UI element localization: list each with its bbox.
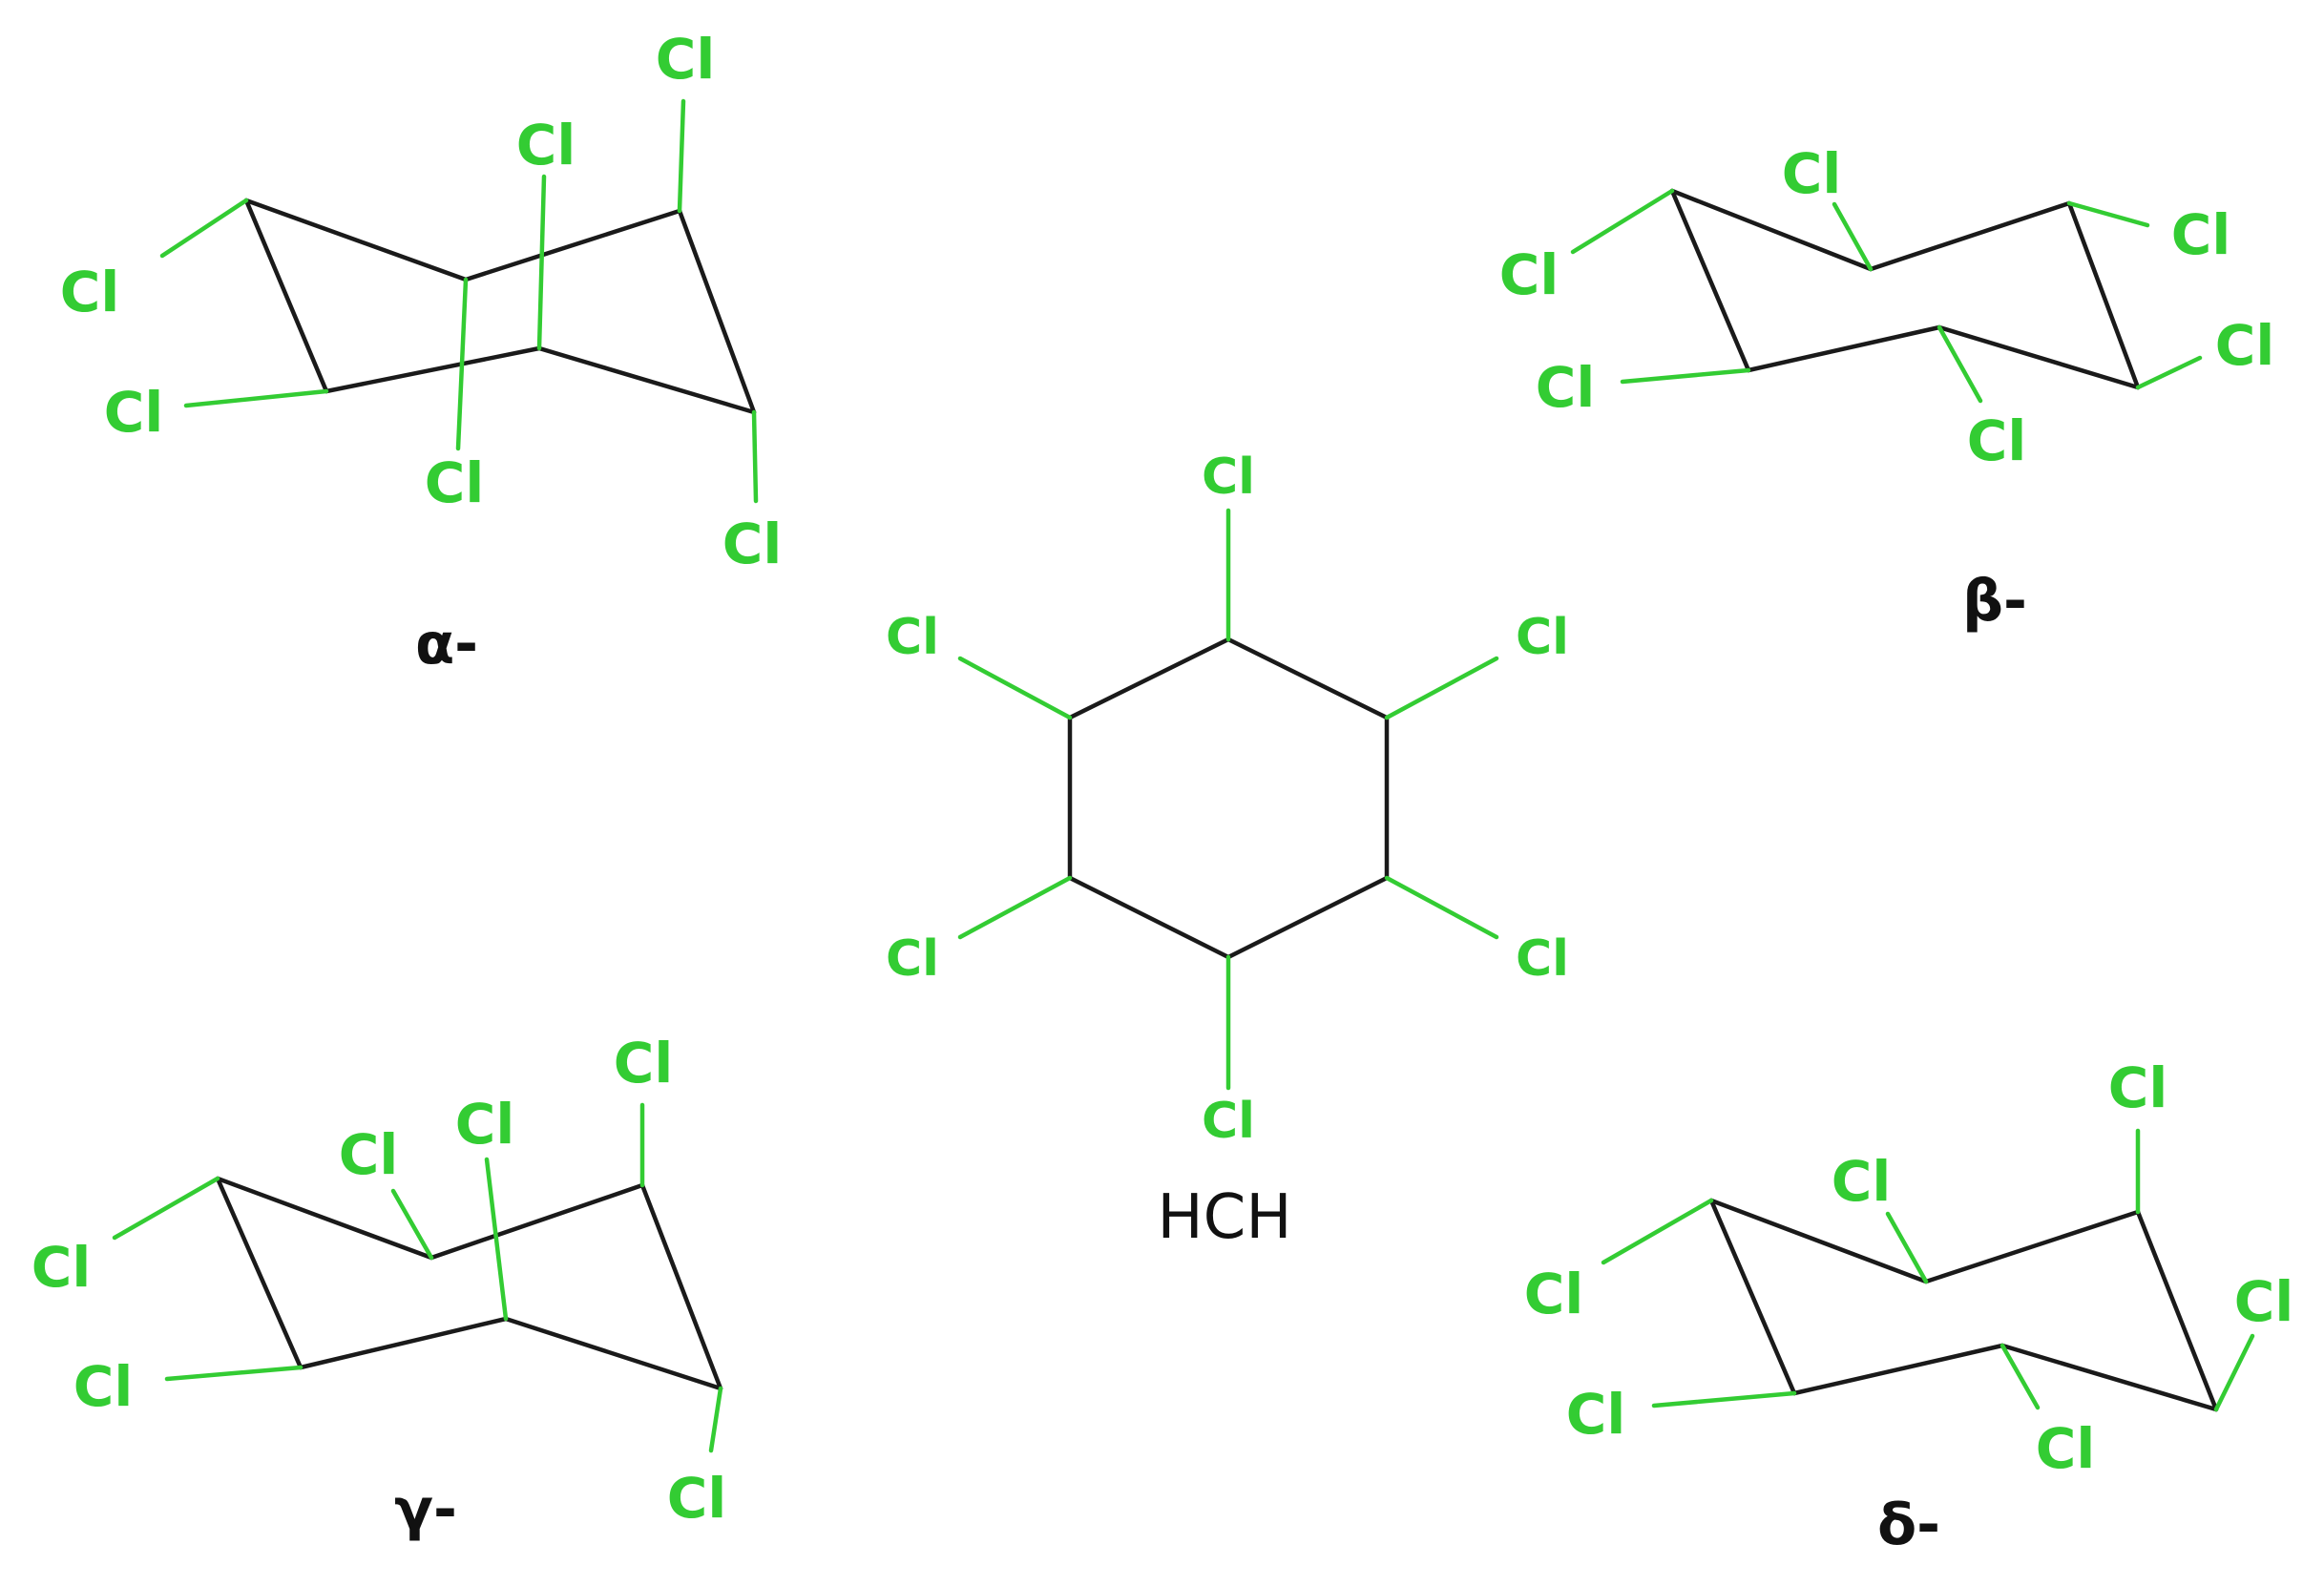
hch-ring: [1067, 636, 1390, 960]
chlorine-atom: Cl: [1202, 449, 1255, 506]
chlorine-atom: Cl: [73, 1354, 133, 1419]
chlorine-atom: Cl: [2234, 1269, 2293, 1334]
gamma-ring: [215, 1176, 723, 1391]
chlorine-atom: Cl: [1524, 1262, 1583, 1326]
gamma-cl-labels: Cl Cl Cl Cl Cl Cl: [31, 1031, 726, 1531]
beta-isomer: Cl Cl Cl Cl Cl Cl β-: [1499, 141, 2274, 635]
chlorine-atom: Cl: [339, 1122, 398, 1187]
chlorine-atom: Cl: [614, 1031, 673, 1096]
gamma-substituent-bonds: [112, 1102, 723, 1453]
chlorine-atom: Cl: [425, 450, 484, 515]
chlorine-atom: Cl: [1967, 408, 2026, 473]
gamma-label: γ-: [394, 1476, 457, 1543]
chlorine-atom: Cl: [455, 1092, 514, 1157]
alpha-isomer: Cl Cl Cl Cl Cl Cl α-: [60, 27, 782, 678]
beta-ring: [1669, 188, 2141, 390]
chlorine-atom: Cl: [1516, 609, 1569, 666]
chlorine-atom: Cl: [1566, 1382, 1625, 1447]
chlorine-atom: Cl: [1499, 242, 1559, 307]
chlorine-atom: Cl: [104, 380, 163, 445]
delta-isomer: Cl Cl Cl Cl Cl Cl δ-: [1524, 1055, 2293, 1558]
chlorine-atom: Cl: [1832, 1149, 1891, 1214]
beta-cl-labels: Cl Cl Cl Cl Cl Cl: [1499, 141, 2274, 473]
chlorine-atom: Cl: [1536, 355, 1595, 420]
delta-label: δ-: [1877, 1492, 1940, 1558]
alpha-substituent-bonds: [159, 98, 759, 504]
chlorine-atom: Cl: [1782, 141, 1841, 206]
chlorine-atom: Cl: [886, 609, 939, 666]
chlorine-atom: Cl: [2171, 202, 2230, 267]
chlorine-atom: Cl: [667, 1466, 726, 1531]
beta-substituent-bonds: [1570, 188, 2203, 404]
alpha-cl-labels: Cl Cl Cl Cl Cl Cl: [60, 27, 782, 576]
chlorine-atom: Cl: [2036, 1416, 2095, 1481]
alpha-label: α-: [415, 611, 478, 678]
delta-ring: [1708, 1198, 2219, 1412]
chlorine-atom: Cl: [2215, 313, 2274, 378]
hch-substituent-bonds: [957, 508, 1499, 1091]
delta-substituent-bonds: [1601, 1128, 2255, 1412]
chlorine-atom: Cl: [722, 511, 782, 576]
hch-cl-labels: Cl Cl Cl Cl Cl Cl: [886, 449, 1569, 1150]
chlorine-atom: Cl: [60, 260, 119, 324]
hch-molecule: Cl Cl Cl Cl Cl Cl HCH: [886, 449, 1569, 1253]
chlorine-atom: Cl: [1516, 930, 1569, 988]
delta-cl-labels: Cl Cl Cl Cl Cl Cl: [1524, 1055, 2293, 1481]
hch-label: HCH: [1158, 1182, 1292, 1253]
chlorine-atom: Cl: [2108, 1055, 2167, 1120]
chlorine-atom: Cl: [31, 1235, 91, 1300]
chlorine-atom: Cl: [516, 113, 576, 177]
chlorine-atom: Cl: [886, 930, 939, 988]
alpha-ring: [243, 198, 757, 415]
beta-label: β-: [1962, 568, 2027, 635]
chlorine-atom: Cl: [1202, 1093, 1255, 1150]
chlorine-atom: Cl: [656, 27, 715, 92]
gamma-isomer: Cl Cl Cl Cl Cl Cl γ-: [31, 1031, 726, 1543]
